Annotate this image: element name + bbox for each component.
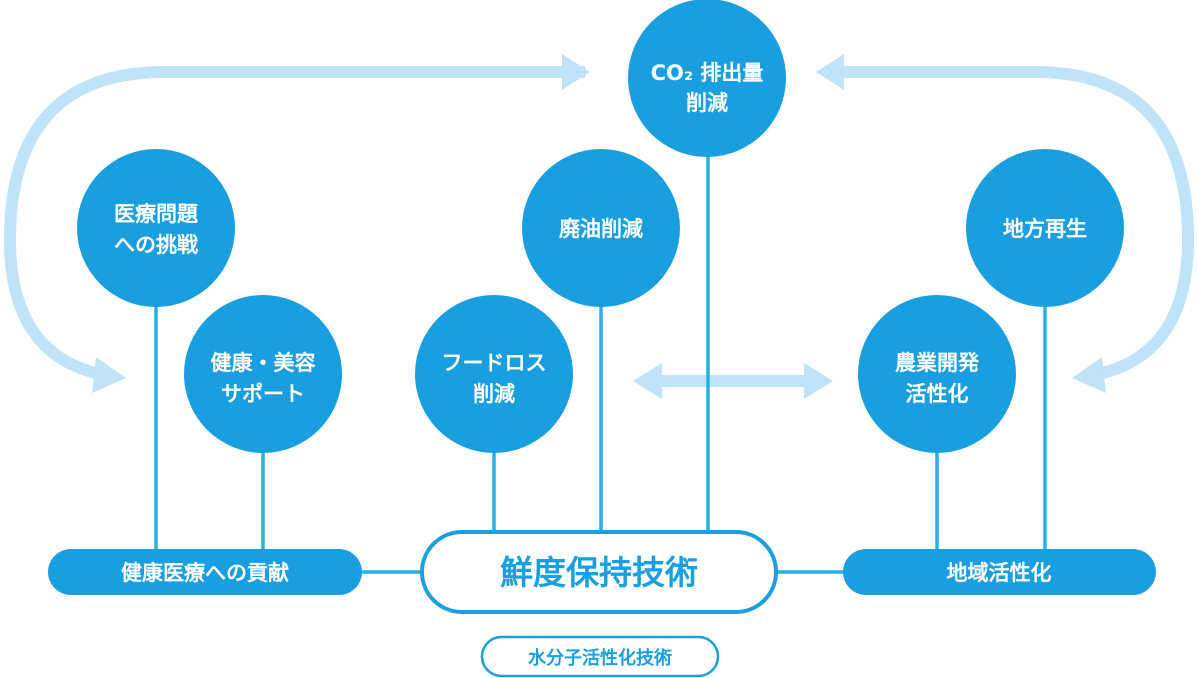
middle-arrowhead-right xyxy=(804,363,833,399)
bar-left: 健康医療への貢献 xyxy=(48,549,362,595)
circle-co2-line1: CO₂ 排出量 xyxy=(651,61,764,85)
right-arrowhead-bottom xyxy=(1072,357,1106,393)
circle-medical: 医療問題 への挑戦 xyxy=(77,149,235,307)
circle-waste-oil: 廃油削減 xyxy=(522,149,680,307)
circle-regional-line1: 地方再生 xyxy=(1003,217,1087,241)
cycle-arrows xyxy=(3,54,1195,399)
circle-agri-line2: 活性化 xyxy=(906,382,969,406)
circle-medical-line1: 医療問題 xyxy=(114,202,199,226)
circle-regional: 地方再生 xyxy=(966,149,1124,307)
sub-tech-pill: 水分子活性化技術 xyxy=(480,635,720,678)
circle-co2: CO₂ 排出量 削減 xyxy=(628,0,786,157)
center-pill: 鮮度保持技術 xyxy=(420,530,778,614)
right-arrowhead-top xyxy=(816,54,844,90)
left-arrowhead-top xyxy=(562,54,590,90)
right-cycle-arrow xyxy=(842,66,1195,382)
left-arrowhead-bottom xyxy=(92,357,126,393)
circle-food-loss: フードロス 削減 xyxy=(415,295,573,453)
circle-beauty: 健康・美容 サポート xyxy=(184,295,342,453)
circle-food-loss-line1: フードロス xyxy=(442,351,547,375)
circle-medical-line2: への挑戦 xyxy=(114,233,198,257)
circle-beauty-line2: サポート xyxy=(221,382,305,406)
circle-agri-line1: 農業開発 xyxy=(895,351,980,375)
sub-tech-label: 水分子活性化技術 xyxy=(528,647,672,669)
circle-co2-line2: 削減 xyxy=(686,91,728,115)
circle-food-loss-line2: 削減 xyxy=(473,382,515,406)
center-label: 鮮度保持技術 xyxy=(500,553,698,592)
bar-right: 地域活性化 xyxy=(843,549,1156,595)
circle-beauty-line1: 健康・美容 xyxy=(211,351,316,375)
bar-right-label: 地域活性化 xyxy=(947,561,1052,585)
circle-waste-oil-line1: 廃油削減 xyxy=(559,217,643,241)
bar-left-label: 健康医療への貢献 xyxy=(121,561,289,585)
left-cycle-arrow xyxy=(3,66,585,382)
circle-agri: 農業開発 活性化 xyxy=(858,295,1016,453)
middle-arrowhead-left xyxy=(633,363,662,399)
